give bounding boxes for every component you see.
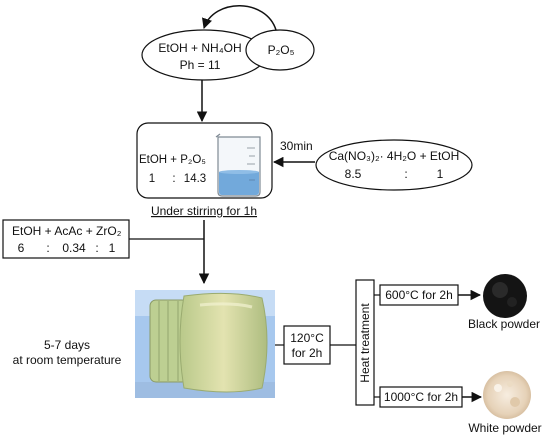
white-powder-photo	[483, 371, 531, 419]
stirring-caption: Under stirring for 1h	[151, 204, 257, 218]
mix-ratio-a: 1	[149, 173, 155, 185]
aging-line1: 5-7 days	[44, 338, 90, 352]
black-powder-label: Black powder	[468, 317, 540, 331]
mix-ratio-b: 14.3	[184, 173, 206, 185]
p2o5-ellipse	[245, 29, 315, 71]
curved-addition-arrow	[202, 5, 277, 31]
branch-low-label: 1000°C for 2h	[384, 390, 458, 404]
white-powder-label: White powder	[468, 421, 541, 435]
mix-ratio-sep: :	[172, 173, 175, 185]
zirconia-ratio-c: 1	[109, 241, 116, 255]
drying-time: for 2h	[292, 346, 323, 360]
zirconia-line1: EtOH + AcAc + ZrO₂	[12, 224, 122, 238]
zirconia-box	[2, 219, 130, 259]
reactants-ph-label: Ph = 11	[180, 58, 221, 72]
zirconia-ratio-b: 0.34	[62, 241, 86, 255]
zirconia-ratio-sep2: :	[95, 241, 98, 255]
calcium-line1: Ca(NO₃)₂· 4H₂O + EtOH	[329, 149, 460, 163]
aging-line2: at room temperature	[13, 353, 122, 367]
drying-box	[283, 325, 331, 365]
zirconia-ratio-a: 6	[18, 241, 25, 255]
p2o5-label: P₂O₅	[268, 43, 295, 57]
calcium-ratio-sep: :	[404, 167, 407, 181]
calcium-ratio-a: 8.5	[345, 167, 362, 181]
zirconia-ratio-sep1: :	[46, 241, 49, 255]
heat-treatment-bar	[355, 279, 375, 406]
calcium-ellipse	[315, 139, 473, 191]
reactants-line1: EtOH + NH₄OH	[158, 41, 241, 55]
mix-line1: EtOH + P₂O₅	[139, 154, 206, 166]
heat-treatment-label: Heat treatment	[358, 303, 372, 383]
sol-jar-photo	[135, 290, 275, 398]
time-label: 30min	[280, 139, 313, 153]
black-powder-photo	[483, 274, 527, 318]
drying-temp: 120°C	[290, 331, 324, 345]
branch-high-label: 600°C for 2h	[385, 288, 453, 302]
calcium-ratio-b: 1	[437, 167, 444, 181]
beaker-liquid	[219, 172, 259, 195]
beaker-icon	[215, 133, 261, 197]
